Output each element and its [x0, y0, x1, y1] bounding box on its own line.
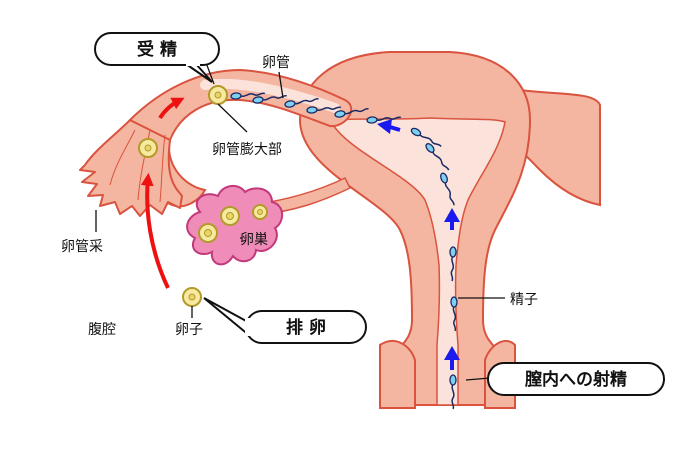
- left-oviduct-inner: [200, 78, 340, 113]
- vagina-shape: [379, 340, 416, 409]
- egg-ovulated: [182, 287, 202, 307]
- red-arrow-ovulation-path: [140, 172, 170, 289]
- oviduct-label: 卵管: [262, 55, 290, 71]
- abdominal-cavity-label: 腹腔: [88, 321, 116, 338]
- blue-arrow: [444, 346, 460, 370]
- sperm-label: 精子: [510, 292, 538, 308]
- sperm-cell: [450, 296, 458, 332]
- sperm-cell: [440, 172, 455, 206]
- ampulla-label: 卵管膨大部: [212, 141, 282, 158]
- fimbriae-inner: [109, 129, 166, 203]
- leader-line: [278, 71, 284, 99]
- sperm-cells: [230, 92, 458, 410]
- ejaculation-callout: 膣内への射精: [487, 362, 665, 396]
- fimbriae-label: 卵管采: [61, 239, 103, 255]
- fertilization-callout: 受 精: [94, 32, 220, 83]
- egg-label: 卵子: [175, 322, 203, 338]
- sperm-cell: [306, 106, 342, 114]
- ovary-follicle: [226, 212, 234, 220]
- sperm-cell: [449, 246, 457, 282]
- ovulation-callout: 排 卵: [203, 297, 367, 344]
- leader-line: [465, 377, 491, 381]
- ovary-follicle: [204, 229, 212, 237]
- blue-arrow: [377, 119, 401, 134]
- blue-arrow: [444, 208, 460, 230]
- sperm-cell: [284, 98, 319, 108]
- ovary: [186, 184, 284, 266]
- red-arrow-into-tube: [158, 97, 185, 120]
- uterine-cavity: [328, 117, 506, 406]
- ovary-label: 卵巣: [240, 232, 268, 248]
- sperm-cell: [252, 94, 287, 104]
- sperm-cell: [366, 116, 402, 124]
- fertilization-label: 受 精: [137, 39, 177, 60]
- ovulation-label: 排 卵: [286, 317, 326, 338]
- leader-line: [217, 103, 248, 133]
- sperm-cell: [334, 108, 369, 118]
- ejaculation-label: 膣内への射精: [525, 369, 627, 390]
- egg-in-fimbriae: [138, 138, 158, 158]
- sperm-cell: [230, 92, 266, 100]
- egg-fertilized: [208, 85, 228, 105]
- ovary-follicle: [257, 209, 263, 215]
- sperm-cell: [449, 374, 457, 410]
- sperm-cell: [410, 127, 442, 147]
- sperm-cell: [425, 143, 450, 171]
